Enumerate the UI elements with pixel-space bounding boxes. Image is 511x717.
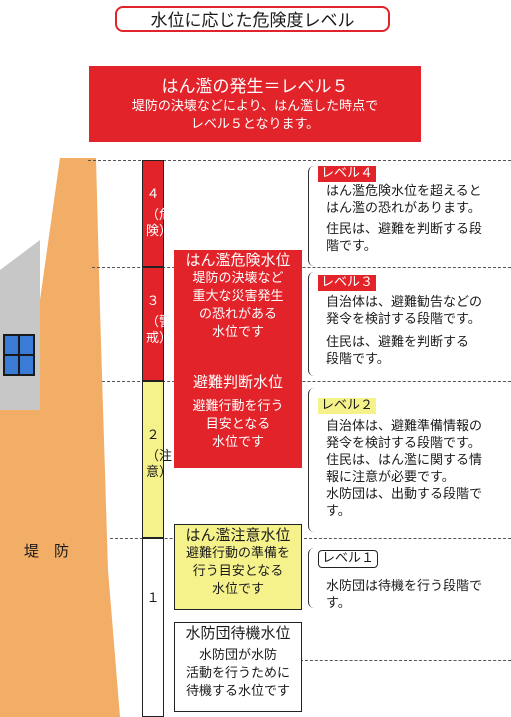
column-level-4: ４ （危険） bbox=[142, 160, 172, 267]
column-level-3: ３ （警戒） bbox=[142, 267, 172, 381]
evacuation-judgment-level-box: 避難判断水位 避難行動を行う 目安となる 水位です bbox=[174, 370, 302, 468]
column-level-1: １ bbox=[142, 538, 164, 717]
level-4-tag: レベル４ bbox=[318, 166, 377, 182]
brace-level-3 bbox=[308, 272, 319, 376]
brace-level-4 bbox=[308, 166, 319, 266]
diagram-title: 水位に応じた危険度レベル bbox=[115, 6, 390, 32]
flood-line-1: 堤防の決壊などにより、はん濫した時点で bbox=[131, 99, 379, 114]
flood-heading: はん濫の発生＝レベル５ bbox=[161, 77, 349, 97]
standby-level-box: 水防団待機水位 水防団が水防 活動を行うために 待機する水位です bbox=[174, 622, 302, 712]
flood-occurrence-box: はん濫の発生＝レベル５ 堤防の決壊などにより、はん濫した時点で レベル５となりま… bbox=[89, 66, 421, 142]
brace-level-2 bbox=[308, 388, 319, 532]
dike-shape bbox=[0, 158, 120, 717]
level-4-description: はん濫危険水位を超えると はん濫の恐れがあります。 住民は、避難を判断する段 階… bbox=[326, 184, 483, 254]
dash-line-standby bbox=[300, 660, 511, 661]
level-3-tag: レベル３ bbox=[318, 275, 377, 291]
dash-line-level2 bbox=[102, 381, 511, 382]
level-2-tag: レベル２ bbox=[318, 398, 377, 414]
house-roof bbox=[0, 240, 40, 410]
flood-danger-level-box: はん濫危険水位 堤防の決壊など 重大な災害発生 の恐れがある 水位です bbox=[174, 250, 302, 380]
column-level-2: ２ （注意） bbox=[142, 381, 172, 538]
dash-line-level1 bbox=[110, 538, 511, 539]
flood-line-2: レベル５となります。 bbox=[190, 117, 320, 132]
dash-line-level4 bbox=[88, 160, 511, 161]
level-1-description: 水防団は待機を行う段階で す。 bbox=[326, 579, 483, 611]
flood-caution-level-box: はん濫注意水位 避難行動の準備を 行う目安となる 水位です bbox=[174, 524, 302, 610]
level-2-description: 自治体は、避難準備情報の 発令を検討する段階です。 住民は、はん濫に関する情 報… bbox=[326, 419, 483, 519]
brace-level-1 bbox=[308, 548, 319, 608]
level-1-tag: レベル１ bbox=[318, 550, 379, 568]
level-3-description: 自治体は、避難勧告などの 発令を検討する段階です。 住民は、避難を判断する 段階… bbox=[326, 295, 483, 367]
dike-illustration bbox=[0, 158, 120, 717]
dike-label: 堤 防 bbox=[24, 542, 70, 560]
